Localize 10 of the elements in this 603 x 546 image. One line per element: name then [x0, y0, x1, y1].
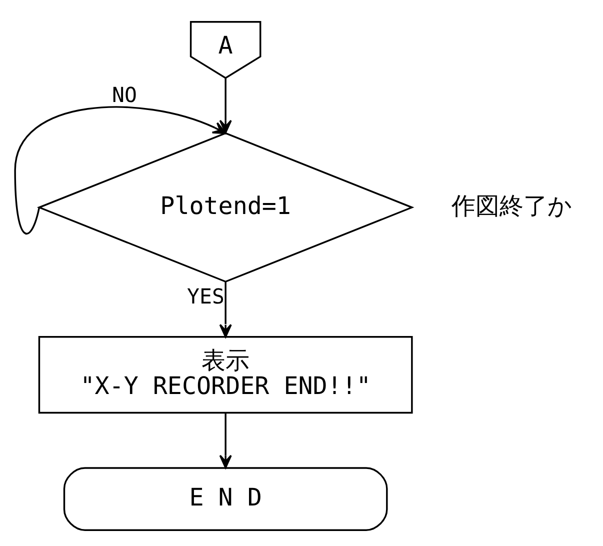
node-diamond: Plotend=1	[36, 132, 414, 283]
node-box: E N D	[63, 467, 388, 531]
arrow	[219, 412, 232, 468]
arrow	[219, 78, 232, 134]
arrow	[219, 282, 232, 338]
edge-label: NO	[112, 83, 137, 108]
arrow	[14, 106, 226, 234]
node-box: 表示 "X-Y RECORDER END!!"	[38, 336, 413, 414]
node-label: 作図終了か	[452, 192, 573, 220]
edge-label: YES	[187, 284, 224, 309]
